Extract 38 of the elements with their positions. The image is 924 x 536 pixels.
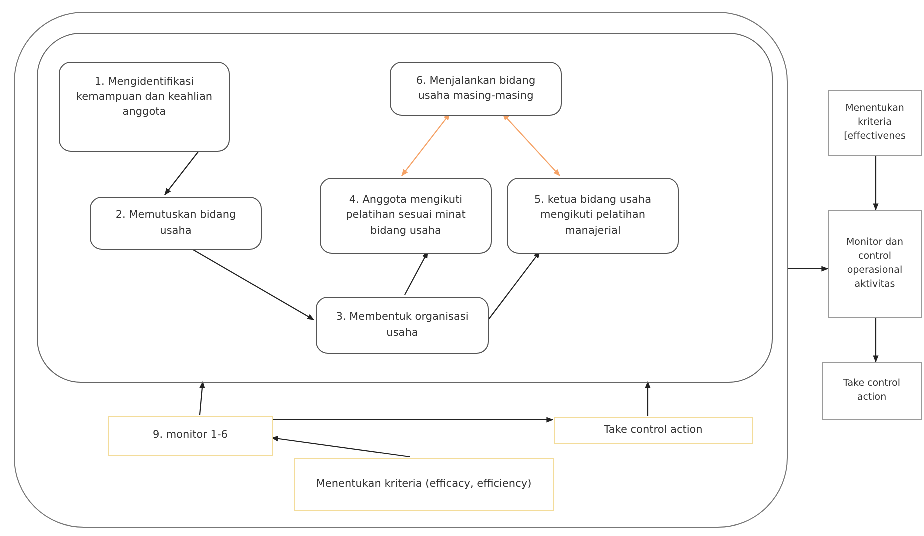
node-text: 2. Memutuskan bidang usaha	[114, 208, 238, 238]
process-box	[320, 178, 492, 254]
arrow	[873, 318, 879, 363]
node-text: 4. Anggota mengikuti pelatihan sesuai minat bidang usaha	[345, 193, 467, 239]
arrow	[502, 113, 560, 177]
process-box	[390, 62, 562, 116]
node-text: 3. Membentuk organisasi usaha	[335, 310, 470, 340]
arrow	[404, 251, 428, 296]
arrow	[486, 251, 540, 322]
process-box	[59, 62, 230, 152]
node-text: 1. Mengidentifikasi kemampuan dan keahlian anggota	[75, 75, 214, 120]
criteria-box	[108, 416, 273, 456]
container-box	[37, 33, 773, 383]
node-text: 5. ketua bidang usaha mengikuti pelatihan manajerial	[533, 193, 653, 239]
criteria-box	[828, 90, 922, 156]
criteria-box	[828, 210, 922, 318]
process-box	[316, 297, 489, 354]
criteria-box	[294, 458, 554, 511]
arrow	[271, 436, 410, 458]
node-text: 6. Menjalankan bidang usaha masing-masing	[415, 74, 537, 104]
criteria-box	[822, 362, 922, 420]
arrow	[645, 381, 651, 416]
process-box	[507, 178, 679, 254]
arrow	[272, 417, 554, 423]
arrow	[788, 266, 829, 272]
node-text: 9. monitor 1-6	[153, 428, 228, 444]
node-text: Take control action	[842, 377, 902, 405]
arrow	[199, 381, 206, 416]
arrow	[402, 113, 450, 177]
node-text: Menentukan kriteria [effectivenes	[843, 102, 907, 144]
container-box	[14, 12, 788, 528]
arrow	[873, 156, 879, 211]
process-box	[90, 197, 262, 250]
arrow	[164, 150, 200, 196]
node-text: Take control action	[604, 422, 703, 438]
criteria-box	[554, 417, 753, 444]
node-text: Menentukan kriteria (efficacy, efficiency)	[316, 476, 532, 492]
node-text: Monitor dan control operasional aktivitas	[845, 236, 904, 292]
